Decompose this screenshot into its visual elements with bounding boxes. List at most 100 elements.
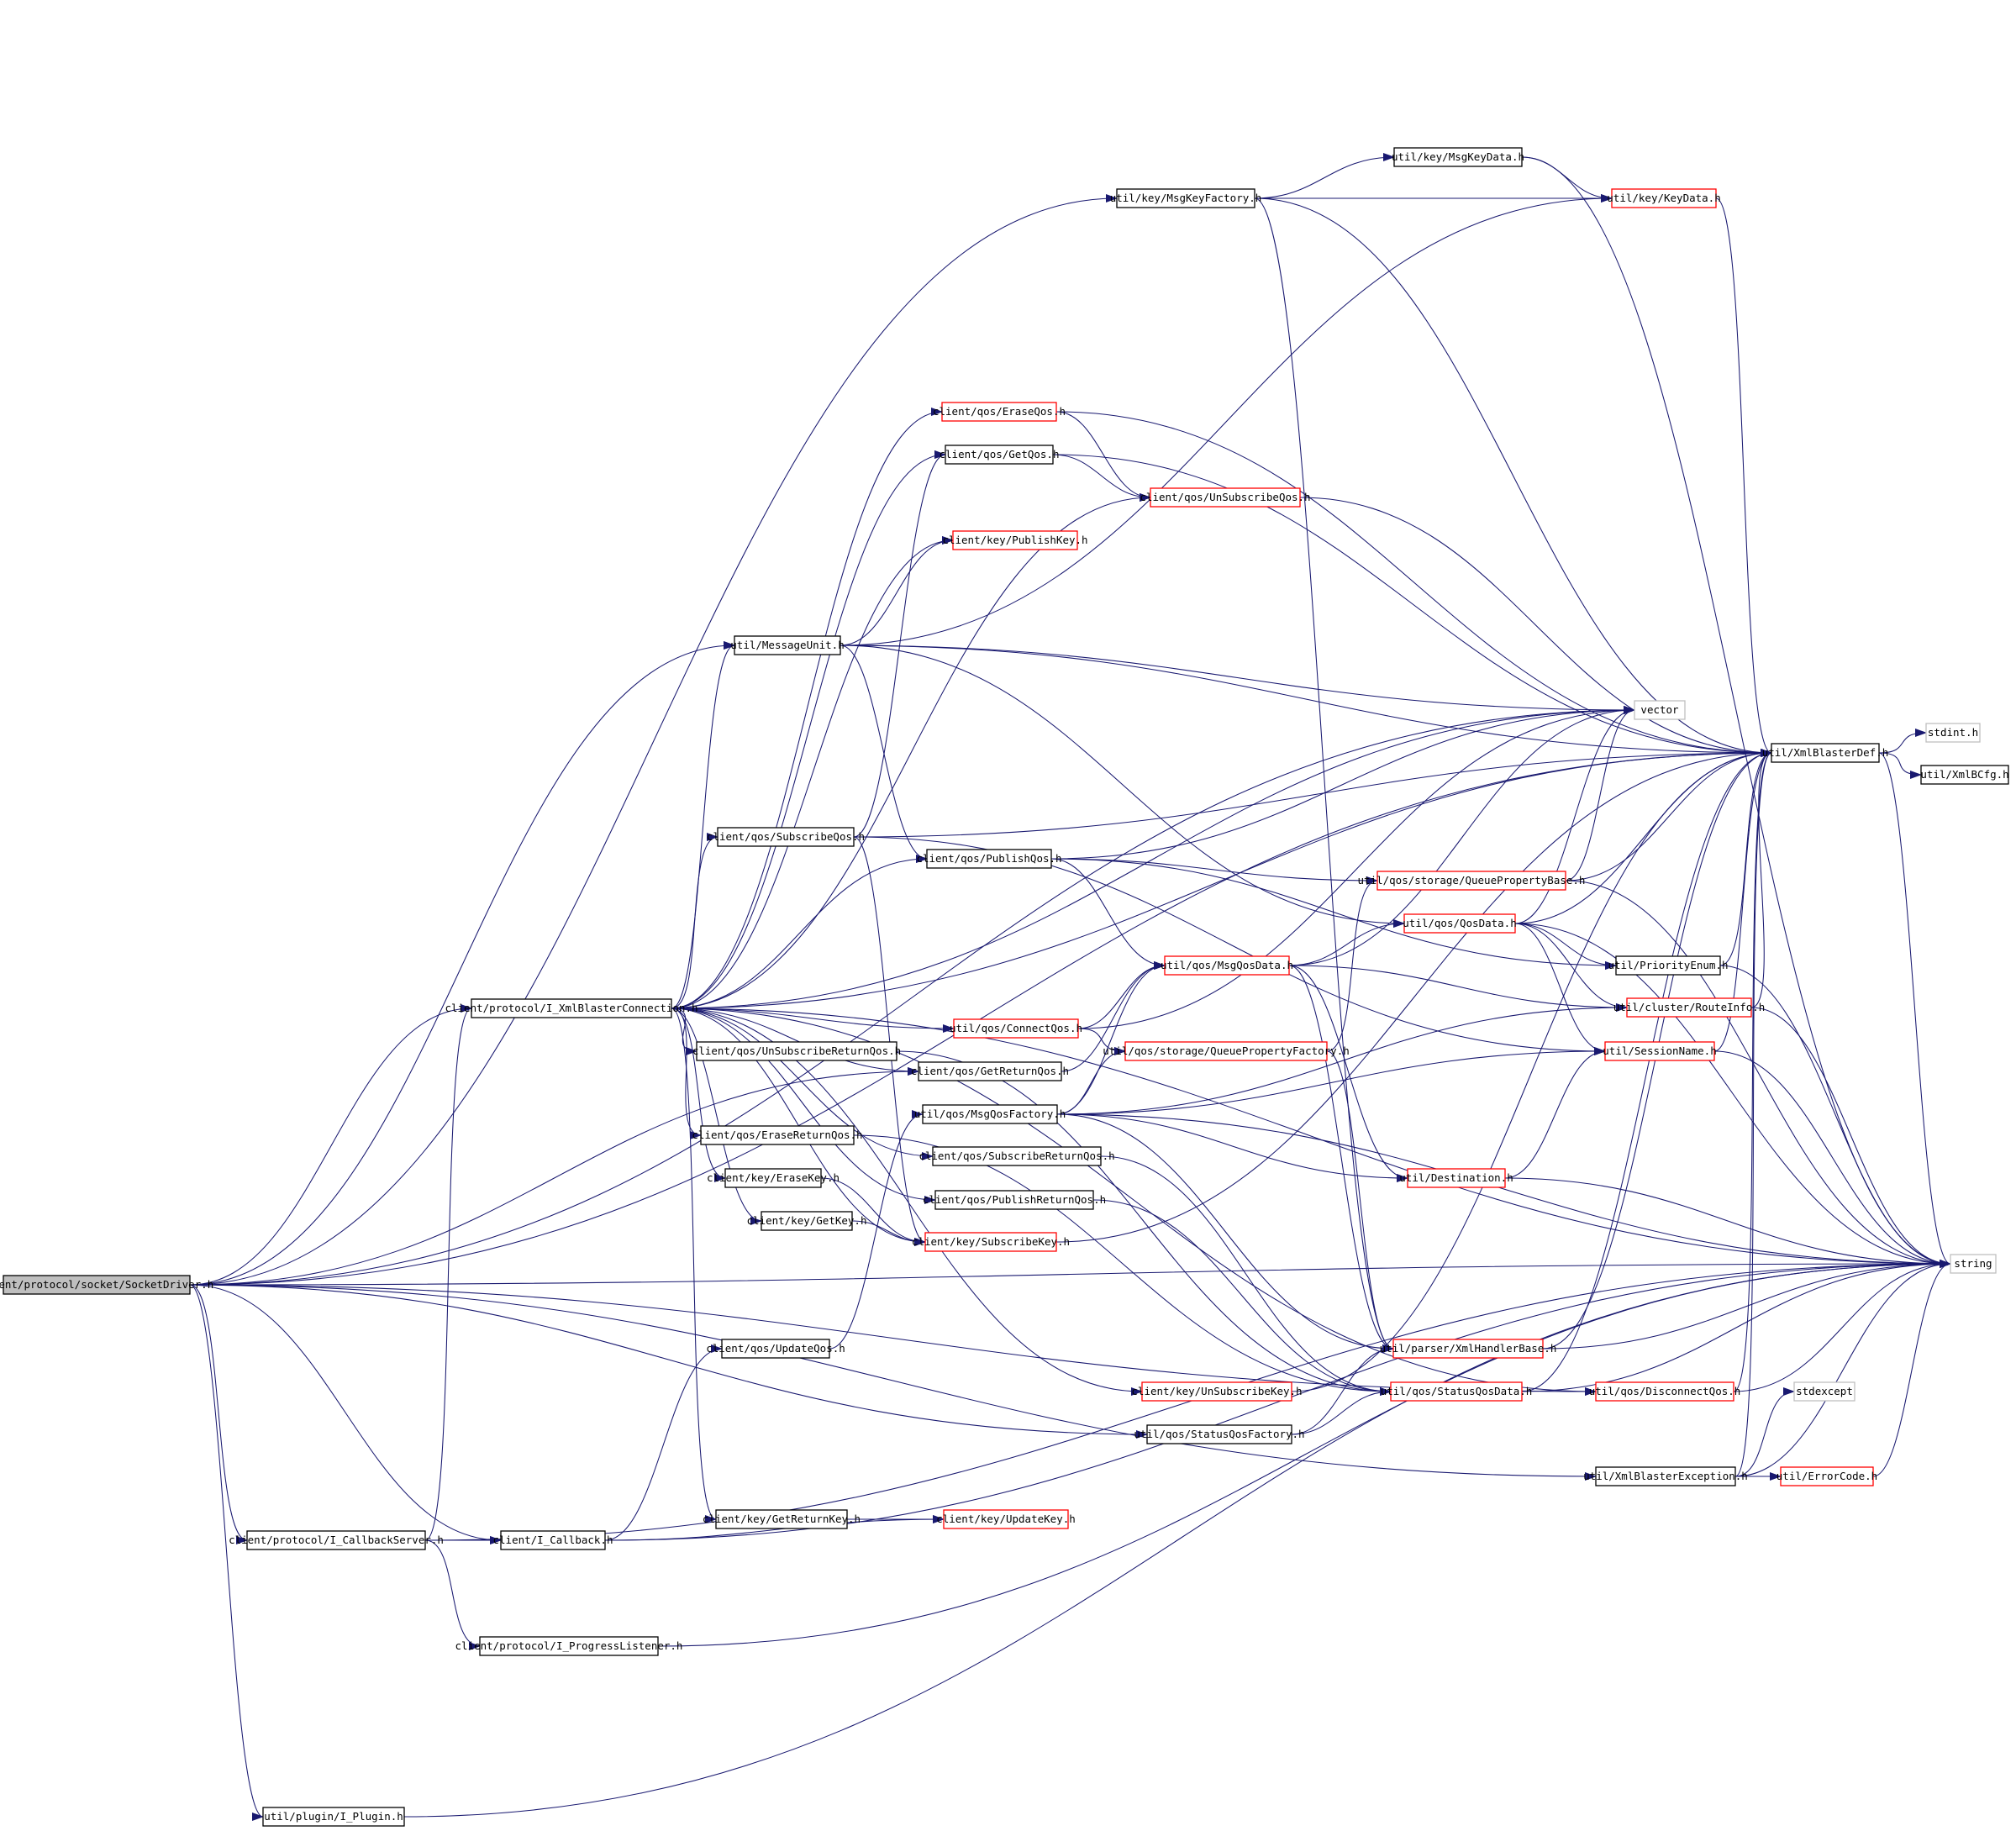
node-stdexcept[interactable]: stdexcept <box>1793 1381 1855 1402</box>
node-vector[interactable]: vector <box>1634 700 1686 720</box>
edge-ixmlconn-to-erasekey <box>671 1008 726 1182</box>
node-box-subscribereturnqos <box>932 1146 1102 1166</box>
edge-subscribeqos-to-getqos <box>853 450 946 838</box>
edge-socketdriver-to-vector <box>189 706 1635 1286</box>
edge-eraseqos-to-xmlblasterdef <box>1055 411 1772 757</box>
edge-msgqosfactory-to-string <box>1056 1113 1951 1268</box>
node-xmlblasterdef[interactable]: util/XmlBlasterDef.h <box>1762 743 1889 763</box>
node-eraseqos[interactable]: client/qos/EraseQos.h <box>933 402 1066 422</box>
node-label-erasekey: client/key/EraseKey.h <box>707 1171 840 1184</box>
node-stdint[interactable]: stdint.h <box>1925 723 1981 743</box>
edge-icallback-to-updateqos <box>604 1344 723 1541</box>
edge-socketdriver-to-statusqosfactory <box>189 1284 1148 1439</box>
node-string[interactable]: string <box>1950 1254 1997 1274</box>
node-messageunit[interactable]: util/MessageUnit.h <box>730 635 845 655</box>
node-subscribereturnqos[interactable]: client/qos/SubscribeReturnQos.h <box>919 1146 1115 1166</box>
node-label-subscribekey: client/key/SubscribeKey.h <box>912 1235 1070 1248</box>
edge-xmlblasterdef-to-xmlbcfg <box>1878 752 1922 779</box>
node-getkey[interactable]: client/key/GetKey.h <box>747 1211 867 1231</box>
edge-messageunit-to-qosdata <box>840 645 1405 928</box>
node-updatekey[interactable]: client/key/UpdateKey.h <box>936 1509 1076 1529</box>
node-label-msgkeyfactory: util/key/MsgKeyFactory.h <box>1110 192 1262 204</box>
edge-icallback-to-string <box>604 1260 1951 1541</box>
node-label-getqos: client/qos/GetQos.h <box>940 448 1060 460</box>
node-unsubscribereturnqos[interactable]: client/qos/UnSubscribeReturnQos.h <box>692 1041 901 1061</box>
edge-xmlblasterexception-to-stdexcept <box>1734 1387 1795 1477</box>
edge-messageunit-to-xmlblasterdef <box>840 645 1772 757</box>
node-box-vector <box>1634 700 1686 720</box>
node-subscribeqos[interactable]: client/qos/SubscribeQos.h <box>707 827 865 847</box>
node-publishreturnqos[interactable]: client/qos/PublishReturnQos.h <box>923 1190 1106 1210</box>
node-label-messageunit: util/MessageUnit.h <box>730 639 844 651</box>
node-statusqosfactory[interactable]: util/qos/StatusQosFactory.h <box>1134 1424 1305 1444</box>
node-msgkeydata[interactable]: util/key/MsgKeyData.h <box>1392 147 1524 167</box>
node-label-subscribeqos: client/qos/SubscribeQos.h <box>707 830 865 843</box>
node-publishqos[interactable]: client/qos/PublishQos.h <box>916 849 1062 869</box>
node-icallback[interactable]: client/I_Callback.h <box>493 1530 613 1550</box>
node-ixmlconn[interactable]: client/protocol/I_XmlBlasterConnection.h <box>445 998 698 1018</box>
node-connectqos[interactable]: util/qos/ConnectQos.h <box>950 1018 1082 1039</box>
edge-statusqosdata-to-xmlblasterdef <box>1521 749 1772 1392</box>
edge-sessionname-to-xmlblasterdef <box>1713 749 1772 1052</box>
node-msgqosdata[interactable]: util/qos/MsgQosData.h <box>1161 955 1293 976</box>
node-socketdriver[interactable]: client/protocol/socket/SocketDriver.h <box>0 1275 213 1295</box>
node-queuepropbase[interactable]: util/qos/storage/QueuePropertyBase.h <box>1358 871 1586 891</box>
node-icallbackserver[interactable]: client/protocol/I_CallbackServer.h <box>229 1530 444 1550</box>
node-box-subscribekey <box>924 1232 1057 1252</box>
node-qosdata[interactable]: util/qos/QosData.h <box>1403 913 1517 934</box>
edge-socketdriver-to-icallback <box>189 1284 502 1544</box>
node-errorcode[interactable]: util/ErrorCode.h <box>1777 1466 1877 1486</box>
node-queuepropfactory[interactable]: util/qos/storage/QueuePropertyFactory.h <box>1103 1041 1350 1061</box>
edge-updateqos-to-msgqosfactory <box>829 1110 924 1350</box>
node-box-publishkey <box>952 530 1078 550</box>
node-label-getreturnqos: client/qos/GetReturnQos.h <box>911 1065 1069 1077</box>
edge-qosdata-to-vector <box>1514 706 1635 924</box>
node-label-xmlblasterexception: util/XmlBlasterException.h <box>1583 1470 1748 1482</box>
edge-msgkeyfactory-to-msgkeydata <box>1254 153 1395 199</box>
node-xmlbcfg[interactable]: util/XmlBCfg.h <box>1920 765 2009 785</box>
node-msgkeyfactory[interactable]: util/key/MsgKeyFactory.h <box>1110 188 1262 208</box>
node-label-getkey: client/key/GetKey.h <box>747 1214 867 1227</box>
edge-msgqosdata-to-xmlhandlerbase <box>1288 965 1394 1353</box>
edge-ixmlconn-to-vector <box>671 706 1635 1009</box>
node-publishkey[interactable]: client/key/PublishKey.h <box>942 530 1088 550</box>
node-disconnectqos[interactable]: util/qos/DisconnectQos.h <box>1589 1381 1741 1402</box>
node-updateqos[interactable]: client/qos/UpdateQos.h <box>706 1339 845 1359</box>
node-getreturnqos[interactable]: client/qos/GetReturnQos.h <box>911 1061 1069 1081</box>
node-xmlhandlerbase[interactable]: util/parser/XmlHandlerBase.h <box>1380 1339 1557 1359</box>
node-msgqosfactory[interactable]: util/qos/MsgQosFactory.h <box>914 1104 1066 1124</box>
node-box-keydata <box>1611 188 1717 208</box>
node-label-connectqos: util/qos/ConnectQos.h <box>950 1022 1082 1034</box>
edge-socketdriver-to-icallbackserver <box>189 1284 248 1544</box>
edge-publishqos-to-msgqosdata <box>1050 858 1166 970</box>
edge-subscribekey-to-xmlblasterdef <box>1055 749 1772 1243</box>
edge-messageunit-to-keydata <box>840 194 1613 646</box>
node-sessionname[interactable]: util/SessionName.h <box>1603 1041 1717 1061</box>
edge-ixmlconn-to-disconnectqos <box>671 1008 1597 1396</box>
node-routeinfo[interactable]: util/cluster/RouteInfo.h <box>1613 997 1766 1018</box>
node-erasereturnqos[interactable]: client/qos/EraseReturnQos.h <box>692 1125 863 1145</box>
node-subscribekey[interactable]: client/key/SubscribeKey.h <box>912 1232 1070 1252</box>
edge-getqos-to-xmlblasterdef <box>1052 454 1772 757</box>
edge-socketdriver-to-disconnectqos <box>189 1284 1597 1396</box>
node-box-getkey <box>761 1211 853 1231</box>
edge-messageunit-to-vector <box>840 645 1635 714</box>
node-label-sessionname: util/SessionName.h <box>1603 1044 1716 1057</box>
node-iprogress[interactable]: client/protocol/I_ProgressListener.h <box>455 1636 683 1656</box>
node-getqos[interactable]: client/qos/GetQos.h <box>940 445 1060 465</box>
edge-messageunit-to-publishkey <box>840 536 954 646</box>
node-statusqosdata[interactable]: util/qos/StatusQosData.h <box>1381 1381 1533 1402</box>
edge-publishqos-to-vector <box>1050 706 1635 860</box>
node-erasekey[interactable]: client/key/EraseKey.h <box>707 1168 840 1188</box>
node-priorityenum[interactable]: util/PriorityEnum.h <box>1608 955 1729 976</box>
edge-unsubscribeqos-to-xmlblasterdef <box>1299 497 1772 757</box>
node-iplugin[interactable]: util/plugin/I_Plugin.h <box>262 1807 405 1827</box>
node-unsubscribekey[interactable]: client/key/UnSubscribeKey.h <box>1131 1381 1303 1402</box>
node-unsubscribeqos[interactable]: client/qos/UnSubscribeQos.h <box>1140 487 1311 508</box>
edge-xmlblasterdef-to-stdint <box>1878 729 1927 754</box>
node-getreturnkey[interactable]: client/key/GetReturnKey.h <box>703 1509 861 1529</box>
node-xmlblasterexception[interactable]: util/XmlBlasterException.h <box>1583 1466 1748 1486</box>
node-keydata[interactable]: util/key/KeyData.h <box>1607 188 1721 208</box>
node-label-statusqosdata: util/qos/StatusQosData.h <box>1381 1385 1533 1397</box>
node-destination[interactable]: util/Destination.h <box>1399 1168 1513 1188</box>
